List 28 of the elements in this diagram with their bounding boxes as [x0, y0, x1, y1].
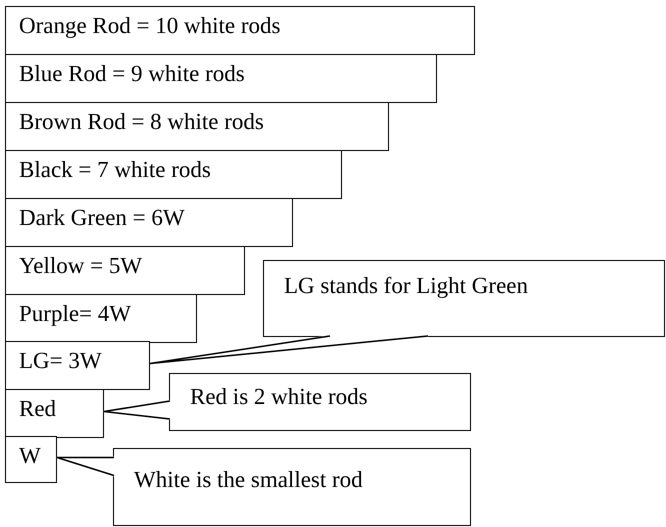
- rod-bar: [5, 150, 342, 199]
- rod-bar: [5, 198, 293, 247]
- rod-bar: [5, 102, 389, 151]
- callout-box: [169, 373, 471, 431]
- callout-pointer: [56, 456, 115, 476]
- rod-bar: [5, 294, 197, 343]
- rod-label: Red: [19, 396, 56, 422]
- rod-label: Brown Rod = 8 white rods: [19, 109, 264, 135]
- rod-label: Blue Rod = 9 white rods: [19, 61, 245, 87]
- callout-text: LG stands for Light Green: [284, 273, 528, 299]
- rod-bar: [5, 436, 57, 483]
- rod-label: Dark Green = 6W: [19, 205, 185, 231]
- callout-pointer: [149, 335, 429, 364]
- callout-pointer: [103, 400, 171, 420]
- rod-bar: [5, 246, 245, 295]
- callout-text: Red is 2 white rods: [190, 384, 368, 410]
- rod-label: Orange Rod = 10 white rods: [19, 13, 280, 39]
- rod-label: LG= 3W: [19, 348, 102, 374]
- rod-bar: [5, 389, 104, 438]
- rod-label: Purple= 4W: [19, 301, 131, 327]
- rod-label: W: [19, 443, 41, 469]
- callout-box: [113, 448, 471, 526]
- rod-label: Black = 7 white rods: [19, 157, 211, 183]
- rod-label: Yellow = 5W: [19, 253, 142, 279]
- rod-bar: [5, 54, 437, 103]
- callout-text: White is the smallest rod: [134, 467, 363, 493]
- rod-bar: [5, 6, 475, 55]
- rod-bar: [5, 341, 150, 390]
